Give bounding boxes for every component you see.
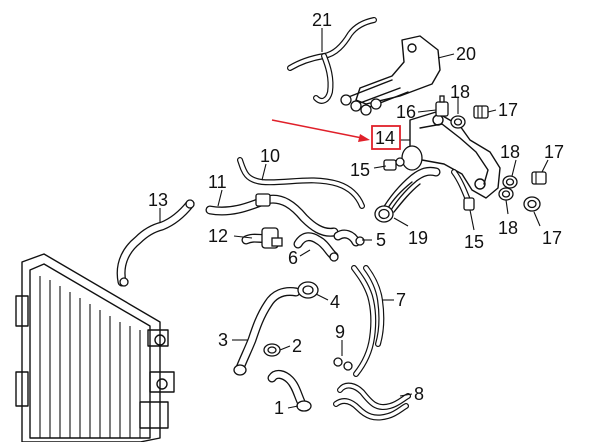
- manifold-20: [340, 35, 441, 116]
- hose-13: [116, 199, 195, 287]
- callout-17-top: 17: [498, 100, 518, 120]
- callout-15-right: 15: [464, 232, 484, 252]
- callout-19: 19: [408, 228, 428, 248]
- connector-15-right: [451, 169, 475, 211]
- plug-17-top: [473, 105, 489, 119]
- seal-18-top: [450, 115, 466, 129]
- callout-14: 14: [375, 128, 395, 148]
- clamp-2: [263, 343, 281, 357]
- sensor-12: [241, 227, 283, 249]
- clamp-4: [297, 281, 319, 299]
- highlight-box: [371, 125, 401, 150]
- callout-1: 1: [274, 398, 284, 418]
- pipe-21: [287, 17, 377, 104]
- hose-5: [333, 229, 365, 247]
- callout-18-top: 18: [450, 82, 470, 102]
- pipe-7: [351, 265, 385, 377]
- callout-6: 6: [288, 248, 298, 268]
- leader-lines: [159, 28, 549, 409]
- callout-17-low: 17: [542, 228, 562, 248]
- callout-15-left: 15: [350, 160, 370, 180]
- hose-8: [333, 382, 411, 421]
- callout-labels: 21 20 18 16 17 14 18 17 15 10 11 13 12 1…: [148, 10, 564, 418]
- highlight-arrow: [271, 119, 370, 142]
- callout-5: 5: [376, 230, 386, 250]
- callout-18-lower: 18: [498, 218, 518, 238]
- callout-3: 3: [218, 330, 228, 350]
- plug-17-low: [523, 196, 541, 212]
- fitting-9: [333, 357, 353, 371]
- callout-9: 9: [335, 322, 345, 342]
- housing-14: [401, 111, 501, 199]
- callout-8: 8: [414, 384, 424, 404]
- plug-17-mid: [531, 171, 547, 185]
- callout-12: 12: [208, 226, 228, 246]
- callout-20: 20: [456, 44, 476, 64]
- hose-19: [374, 166, 441, 223]
- callout-10: 10: [260, 146, 280, 166]
- radiator: [15, 253, 175, 442]
- sensor-16: [435, 95, 449, 117]
- callout-18-right: 18: [500, 142, 520, 162]
- radiator-core-lines: [39, 276, 141, 438]
- hose-10: [237, 157, 365, 209]
- callout-16: 16: [396, 102, 416, 122]
- callout-17-mid: 17: [544, 142, 564, 162]
- callout-2: 2: [292, 336, 302, 356]
- hose-3: [233, 287, 301, 376]
- seal-18-lower: [498, 187, 514, 201]
- callout-13: 13: [148, 190, 168, 210]
- callout-4: 4: [330, 292, 340, 312]
- connector-15-left: [383, 157, 405, 171]
- hose-6: [293, 232, 339, 262]
- callout-21: 21: [312, 10, 332, 30]
- callout-11: 11: [208, 172, 227, 192]
- callout-7: 7: [396, 290, 406, 310]
- seal-18-right: [502, 175, 518, 189]
- hose-11: [205, 193, 339, 237]
